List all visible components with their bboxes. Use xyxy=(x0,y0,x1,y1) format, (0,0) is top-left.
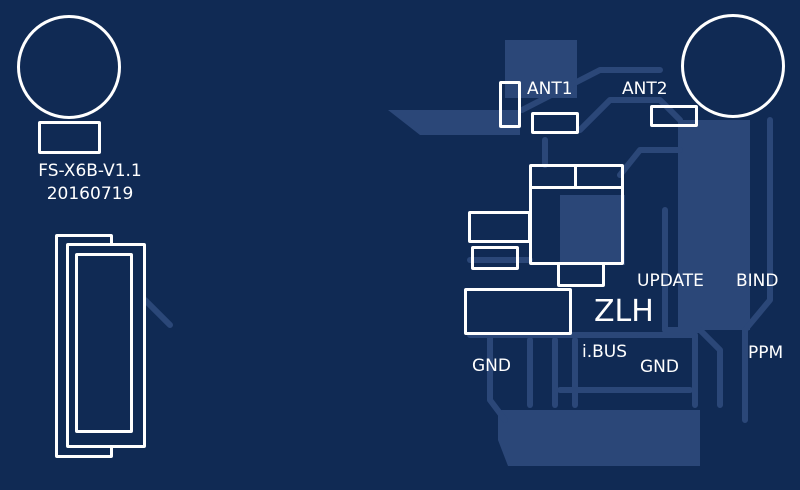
chip-bottom-small xyxy=(557,262,605,287)
ppm-label: PPM xyxy=(748,343,784,363)
board-date-label: 20160719 xyxy=(46,184,134,204)
trace-gnd xyxy=(637,332,698,408)
ant2-pad xyxy=(650,105,698,127)
copper-pour-right xyxy=(678,120,750,330)
trace-right-2 xyxy=(742,117,773,423)
header-pad-bottom xyxy=(464,288,572,335)
pad-left-top xyxy=(38,121,101,154)
gnd-label-left: GND xyxy=(472,356,511,376)
trace-ant1 xyxy=(519,67,663,113)
ant2-label: ANT2 xyxy=(622,79,668,99)
chip-left-small xyxy=(468,211,531,243)
ant1-pad-vertical xyxy=(499,81,521,128)
designer-mark: ZLH xyxy=(594,294,654,329)
chip-left-lower xyxy=(471,246,519,270)
board-model-label: FS-X6B-V1.1 xyxy=(38,161,142,181)
mounting-hole-left xyxy=(17,15,121,119)
copper-pour-bottom xyxy=(498,410,700,466)
trace-left-diag xyxy=(142,297,173,328)
trace-right-1 xyxy=(662,207,723,408)
copper-pad-mid xyxy=(560,195,625,265)
update-label: UPDATE xyxy=(637,271,704,291)
ant1-pad-horizontal xyxy=(531,112,579,134)
trace-upper xyxy=(617,147,683,178)
connector-inner xyxy=(75,253,133,433)
trace-left-drop xyxy=(487,332,508,423)
ibus-label: i.BUS xyxy=(582,342,628,362)
chip-main-body xyxy=(529,186,624,265)
bind-label: BIND xyxy=(736,271,779,291)
gnd-label-right: GND xyxy=(640,357,679,377)
copper-pour-antenna xyxy=(388,110,520,135)
mounting-hole-right xyxy=(681,14,785,118)
trace-ant2 xyxy=(577,97,683,133)
ant1-label: ANT1 xyxy=(527,79,573,99)
